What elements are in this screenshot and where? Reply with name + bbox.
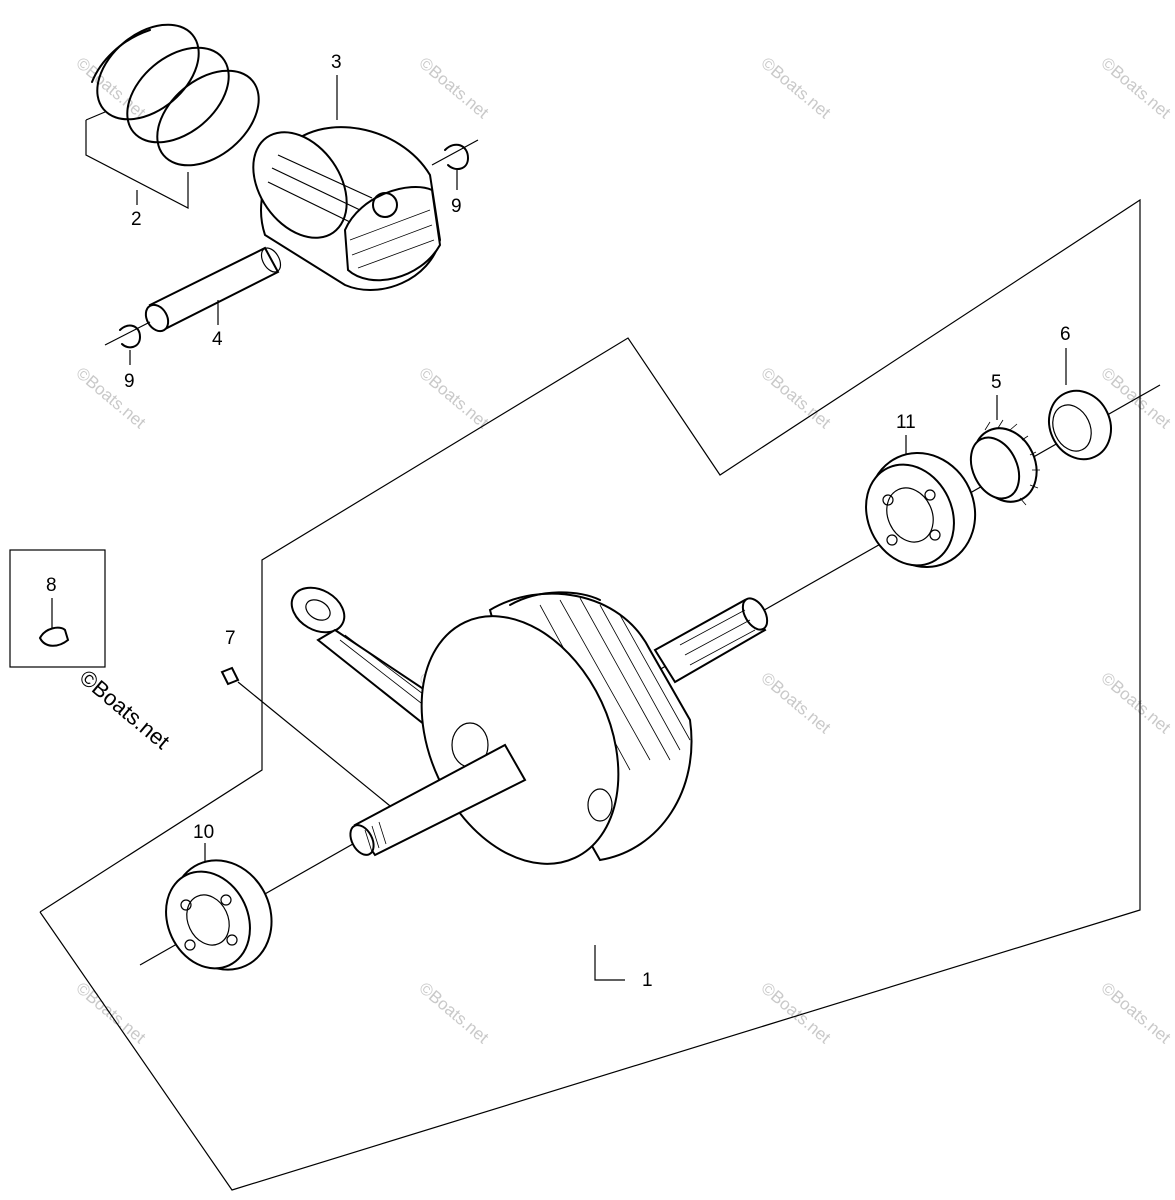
watermark: ©Boats.net bbox=[757, 669, 834, 738]
callout-5: 5 bbox=[991, 372, 1002, 393]
piston-pin-clip-lower bbox=[104, 321, 151, 349]
dowel-pin bbox=[220, 666, 396, 811]
watermark: ©Boats.net bbox=[72, 54, 149, 123]
watermark: ©Boats.net bbox=[1097, 54, 1174, 123]
callout-1: 1 bbox=[642, 970, 653, 991]
callout-9-upper: 9 bbox=[451, 196, 462, 217]
piston bbox=[252, 126, 442, 291]
callout-6: 6 bbox=[1060, 324, 1071, 345]
watermark: ©Boats.net bbox=[757, 979, 834, 1048]
crankshaft-flywheel bbox=[420, 591, 693, 865]
watermark: ©Boats.net bbox=[415, 54, 492, 123]
bearing-left bbox=[165, 859, 273, 971]
crankshaft-left-journal bbox=[349, 743, 527, 857]
watermark: ©Boats.net bbox=[1097, 979, 1174, 1048]
woodruff-key-box bbox=[9, 549, 106, 668]
callout-2: 2 bbox=[131, 209, 142, 230]
piston-pin-clip-upper bbox=[431, 139, 479, 171]
watermark: ©Boats.net bbox=[757, 54, 834, 123]
callout-3: 3 bbox=[331, 52, 342, 73]
watermark: ©Boats.net bbox=[415, 364, 492, 433]
watermark: ©Boats.net bbox=[757, 364, 834, 433]
callout-9-lower: 9 bbox=[124, 371, 135, 392]
watermark: ©Boats.net bbox=[72, 979, 149, 1048]
watermark: ©Boats.net bbox=[415, 979, 492, 1048]
oil-seal bbox=[1048, 389, 1112, 461]
callout-10: 10 bbox=[193, 822, 214, 843]
callouts: 1 2 3 4 5 6 7 8 9 9 10 11 bbox=[46, 52, 1071, 991]
watermark: ©Boats.net bbox=[1097, 669, 1174, 738]
connecting-rod bbox=[290, 586, 442, 727]
crankshaft-assembly-outline bbox=[39, 198, 1141, 1191]
cam-chain-sprocket bbox=[969, 419, 1040, 506]
piston-pin bbox=[144, 246, 282, 333]
callout-7: 7 bbox=[225, 628, 236, 649]
bearing-right bbox=[865, 452, 977, 568]
callout-11: 11 bbox=[896, 412, 916, 433]
watermark: ©Boats.net bbox=[72, 364, 149, 433]
crankshaft-right-journal bbox=[653, 597, 769, 684]
callout-8: 8 bbox=[46, 575, 57, 596]
watermark-bold: ©Boats.net bbox=[75, 665, 175, 754]
callout-4: 4 bbox=[212, 329, 223, 350]
piston-rings bbox=[85, 23, 260, 209]
leader-lines bbox=[129, 75, 1067, 981]
